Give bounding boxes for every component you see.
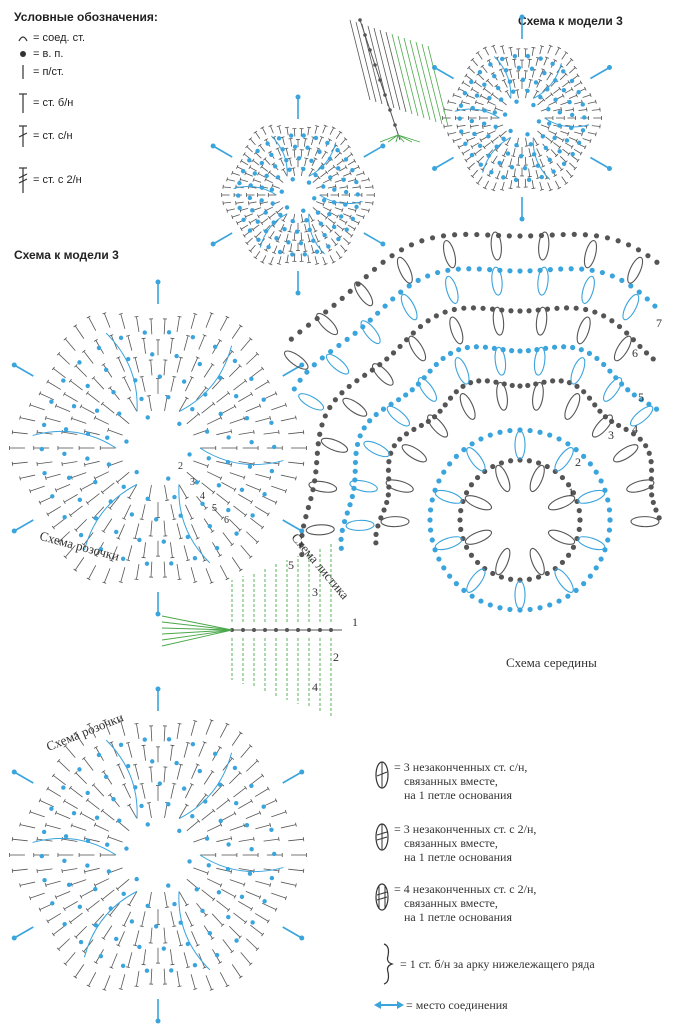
t-icon	[16, 92, 30, 114]
row-number: 3	[608, 428, 614, 442]
small-rose-diagram	[432, 14, 612, 222]
heading-top-right: Схема к модели 3	[518, 14, 623, 28]
legend-item-dc: = ст. с/н	[16, 124, 73, 148]
symbol-item-4tr: = 4 незаконченных ст. с 2/н, связанных в…	[374, 882, 536, 924]
legend-item-sc: = ст. б/н	[16, 92, 73, 114]
four-tr-cluster-icon	[375, 883, 389, 911]
three-tr-cluster-icon	[375, 823, 389, 851]
legend-label: = ст. с/н	[33, 130, 73, 142]
symbol-item-arrow: = место соединения	[374, 998, 508, 1012]
t-slash-icon	[16, 124, 30, 148]
symbol-line: = 1 ст. б/н за арку нижележащего ряда	[400, 957, 595, 971]
symbol-line: = 3 незаконченных ст. с/н,	[394, 760, 528, 774]
legend-label: = соед. ст.	[33, 32, 86, 44]
row-number: 6	[632, 346, 638, 360]
symbol-line: связанных вместе,	[404, 896, 498, 910]
row-number: 2	[178, 461, 183, 472]
small-rose-diagram	[210, 94, 386, 296]
legend-label: = п/ст.	[33, 66, 64, 78]
row-number: 3	[312, 585, 318, 599]
row-number: 5	[288, 558, 294, 572]
double-arrow-icon	[374, 1001, 404, 1009]
symbol-line: на 1 петле основания	[404, 850, 512, 864]
legend-title: Условные обозначения:	[14, 10, 158, 24]
row-number: 4	[200, 491, 205, 502]
legend-label: = в. п.	[33, 48, 64, 60]
small-leaf-diagram	[349, 18, 449, 143]
bar-icon	[16, 64, 30, 80]
rose-diagram-1	[9, 279, 307, 617]
symbol-line: = 4 незаконченных ст. с 2/н,	[394, 882, 537, 896]
brace-icon	[383, 943, 394, 985]
legend-item-slip-stitch: = соед. ст.	[16, 30, 85, 46]
row-number: 3	[190, 477, 195, 488]
symbol-line: связанных вместе,	[404, 836, 498, 850]
arc-icon	[16, 30, 30, 46]
legend-label: = ст. с 2/н	[33, 174, 82, 186]
row-number: 5	[638, 390, 644, 404]
center-diagram	[283, 231, 662, 613]
row-number: 6	[224, 515, 229, 526]
row-number: 2	[333, 650, 339, 664]
legend-label: = ст. б/н	[33, 97, 74, 109]
symbol-line: = 3 незаконченных ст. с 2/н,	[394, 822, 537, 836]
legend-item-half-dc: = п/ст.	[16, 64, 64, 80]
rose-diagram-2	[9, 686, 307, 1024]
row-number: 2	[575, 455, 581, 469]
legend-item-chain: = в. п.	[16, 46, 63, 62]
symbol-line: на 1 петле основания	[404, 910, 512, 924]
row-number: 5	[212, 503, 217, 514]
three-dc-cluster-icon	[375, 761, 389, 789]
symbol-item-brace: = 1 ст. б/н за арку нижележащего ряда	[380, 942, 595, 986]
caption-center: Схема середины	[506, 655, 597, 670]
dot-icon	[16, 46, 30, 62]
t-double-slash-icon	[16, 166, 30, 194]
symbol-line: на 1 петле основания	[404, 788, 512, 802]
symbol-line: = место соединения	[406, 998, 508, 1012]
row-number: 4	[312, 680, 318, 694]
symbol-item-3tr: = 3 незаконченных ст. с 2/н, связанных в…	[374, 822, 536, 864]
legend-item-tr: = ст. с 2/н	[16, 166, 82, 194]
leaf-diagram	[161, 544, 342, 716]
symbol-item-3dc: = 3 незаконченных ст. с/н, связанных вме…	[374, 760, 527, 802]
row-number: 4	[632, 422, 638, 436]
row-number: 1	[568, 485, 574, 499]
row-number: 1	[352, 615, 358, 629]
symbol-line: связанных вместе,	[404, 774, 498, 788]
heading-left: Схема к модели 3	[14, 248, 119, 262]
row-number: 7	[656, 316, 662, 330]
